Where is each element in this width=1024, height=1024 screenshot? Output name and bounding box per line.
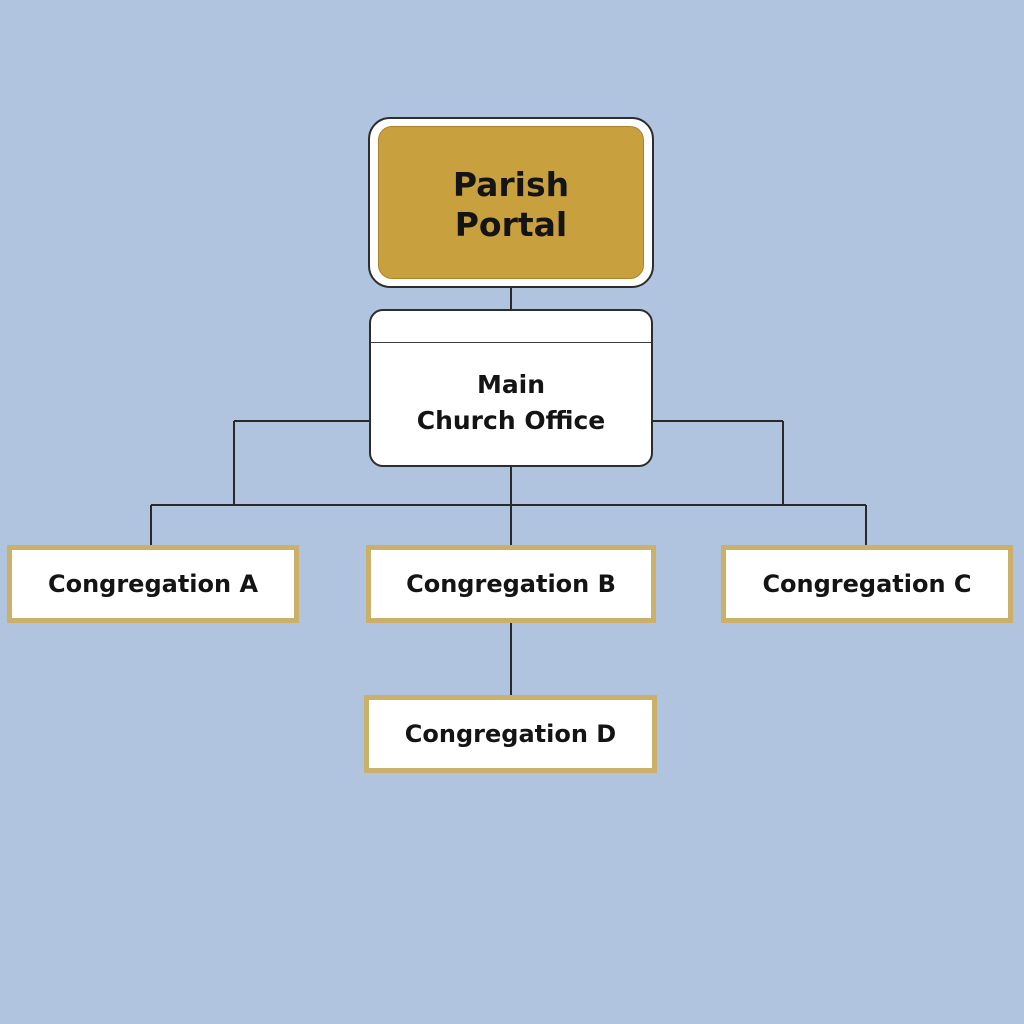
parish-portal-node[interactable]: Parish Portal bbox=[378, 126, 644, 279]
congregation-b-node[interactable]: Congregation B bbox=[366, 545, 656, 623]
office-label-line2: Church Office bbox=[416, 406, 606, 435]
congregation-d-label: Congregation D bbox=[404, 720, 617, 748]
parish-portal-label-line1: Parish bbox=[452, 164, 570, 204]
congregation-c-node[interactable]: Congregation C bbox=[721, 545, 1013, 623]
congregation-a-node[interactable]: Congregation A bbox=[7, 545, 299, 623]
parish-portal-label-line2: Portal bbox=[454, 204, 568, 244]
congregation-a-label: Congregation A bbox=[47, 570, 259, 598]
office-header-divider bbox=[371, 342, 651, 343]
congregation-b-label: Congregation B bbox=[406, 570, 616, 598]
office-label-line1: Main bbox=[476, 370, 546, 399]
congregation-d-node[interactable]: Congregation D bbox=[364, 695, 657, 773]
congregation-c-label: Congregation C bbox=[762, 570, 972, 598]
main-church-office-node[interactable]: Main Church Office bbox=[369, 309, 653, 467]
